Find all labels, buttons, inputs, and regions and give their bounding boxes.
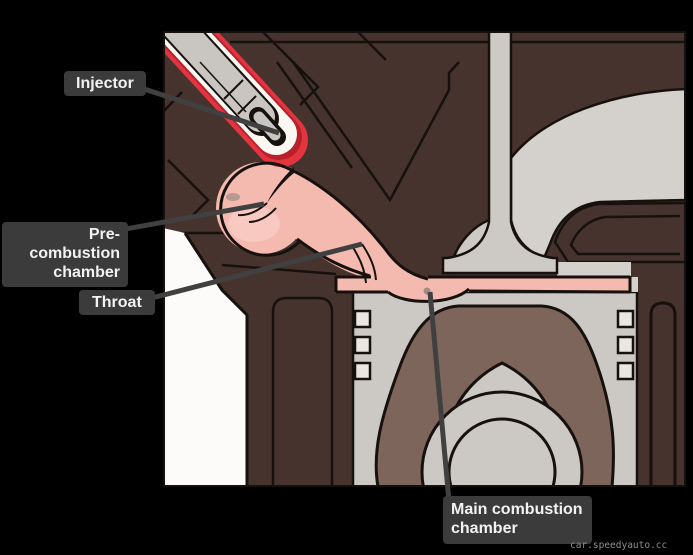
valve-seat-shelf xyxy=(557,262,631,276)
head-casting-lines xyxy=(163,31,686,276)
label-pre-combustion-line2: chamber xyxy=(53,264,120,281)
leader-throat xyxy=(143,241,363,303)
piston-rings xyxy=(353,309,635,381)
chamber-outlines xyxy=(219,161,632,303)
chamber-smudge xyxy=(226,193,240,201)
label-main-combustion-chamber: Main combustion chamber xyxy=(443,496,592,544)
watermark: car.speedyauto.cc xyxy=(570,540,668,551)
intake-valve xyxy=(441,31,559,275)
head-wedge-inner-line xyxy=(569,214,681,256)
chamber-right-gray-patch xyxy=(630,277,638,292)
block-left-white-area xyxy=(163,228,247,487)
label-injector-text: Injector xyxy=(76,75,134,92)
leader-main-combustion xyxy=(427,291,452,502)
label-main-combustion-line2: chamber xyxy=(451,520,518,537)
swirl-arrow xyxy=(237,167,377,284)
leader-injector xyxy=(137,84,280,136)
head-wedge xyxy=(553,201,686,264)
piston-pin-inner-arc xyxy=(447,417,557,487)
label-pre-combustion-line1: Pre-combustion xyxy=(29,226,120,262)
block-left-edge xyxy=(183,232,249,487)
leader-lines xyxy=(119,84,452,502)
label-main-combustion-line1: Main combustion xyxy=(451,501,583,518)
label-pre-combustion-chamber: Pre-combustion chamber xyxy=(2,222,128,287)
label-injector: Injector xyxy=(64,71,146,96)
label-throat: Throat xyxy=(79,290,155,315)
label-throat-text: Throat xyxy=(92,294,142,311)
leader-pre-combustion xyxy=(119,201,265,233)
block-right-passage xyxy=(649,301,677,487)
head-bolt-boss-outline xyxy=(271,296,334,487)
